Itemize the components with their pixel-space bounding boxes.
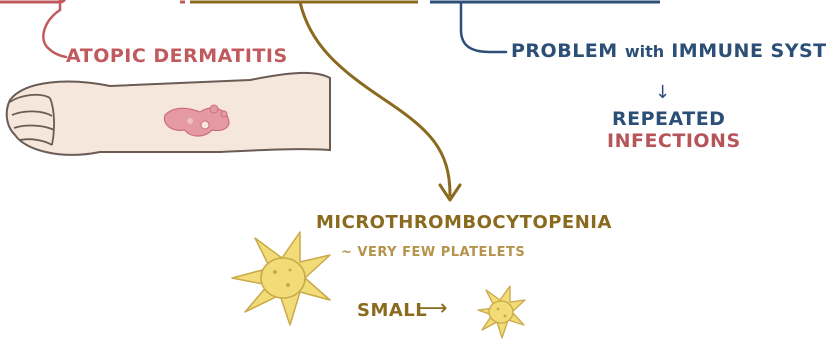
right-arrow-icon: ⟶ <box>416 296 448 321</box>
red-branch-top-line <box>0 0 65 2</box>
very-few-platelets-label: ~ VERY FEW PLATELETS <box>341 245 525 260</box>
immune-with: with <box>625 42 664 61</box>
immune-prefix: PROBLEM <box>511 40 625 62</box>
immune-problem-label: PROBLEM with IMMUNE SYSTEM <box>511 40 827 62</box>
small-platelet-icon <box>478 286 525 338</box>
atopic-dermatitis-label: ATOPIC DERMATITIS <box>66 45 288 67</box>
repeated-label: REPEATED <box>612 108 725 130</box>
large-platelet-icon <box>232 232 330 325</box>
immune-suffix: IMMUNE SYSTEM <box>664 40 827 62</box>
top-connector-lines <box>0 0 660 2</box>
down-arrow-icon: ↓ <box>655 82 671 103</box>
blue-connector <box>461 2 506 52</box>
red-connector <box>43 0 66 57</box>
infections-label: INFECTIONS <box>607 130 741 152</box>
microthrombocytopenia-label: MICROTHROMBOCYTOPENIA <box>316 212 612 233</box>
arm-with-rash-icon <box>7 73 330 155</box>
